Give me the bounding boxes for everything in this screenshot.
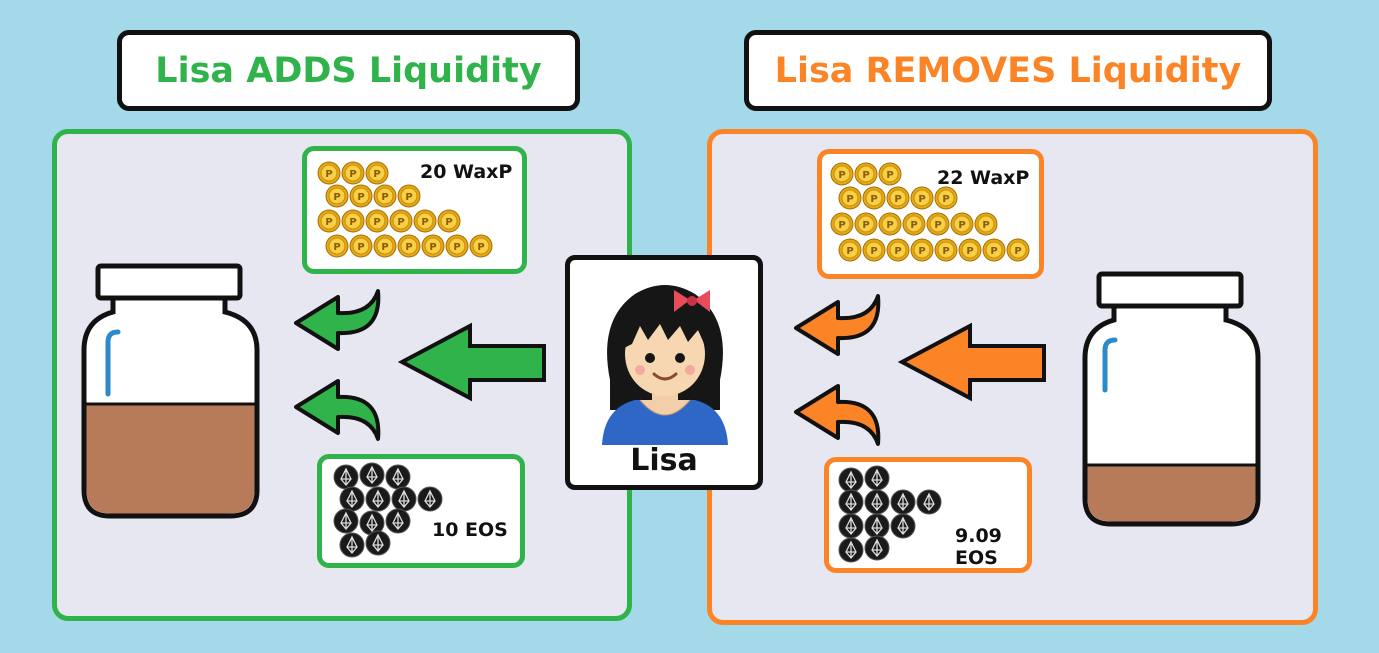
removes-waxp-amount: 22 WaxP <box>937 167 1030 189</box>
eos-token-icon <box>333 462 443 558</box>
user-card: Lisa <box>565 255 763 490</box>
adds-waxp-box: 20 WaxP <box>302 146 527 274</box>
curved-arrow-icon <box>294 289 381 351</box>
curved-arrow-icon <box>794 384 881 446</box>
user-name: Lisa <box>630 443 698 478</box>
adds-waxp-amount: 20 WaxP <box>420 161 513 183</box>
adds-eos-box: 10 EOS <box>317 454 525 568</box>
arrow-left-icon <box>898 322 1046 402</box>
girl-avatar-icon <box>602 285 728 445</box>
removes-eos-amount: 9.09 EOS <box>955 525 1002 569</box>
adds-eos-amount: 10 EOS <box>432 519 508 541</box>
curved-arrow-icon <box>294 379 381 441</box>
adds-title-box: Lisa ADDS Liquidity <box>117 30 580 111</box>
adds-title: Lisa ADDS Liquidity <box>155 50 542 91</box>
arrow-left-icon <box>398 322 546 402</box>
curved-arrow-icon <box>794 294 881 356</box>
jar-icon <box>81 263 260 519</box>
removes-title-box: Lisa REMOVES Liquidity <box>744 30 1272 111</box>
removes-title: Lisa REMOVES Liquidity <box>774 50 1242 91</box>
removes-eos-box: 9.09 EOS <box>824 457 1032 573</box>
removes-waxp-box: 22 WaxP <box>817 149 1044 279</box>
jar-icon <box>1082 271 1261 527</box>
